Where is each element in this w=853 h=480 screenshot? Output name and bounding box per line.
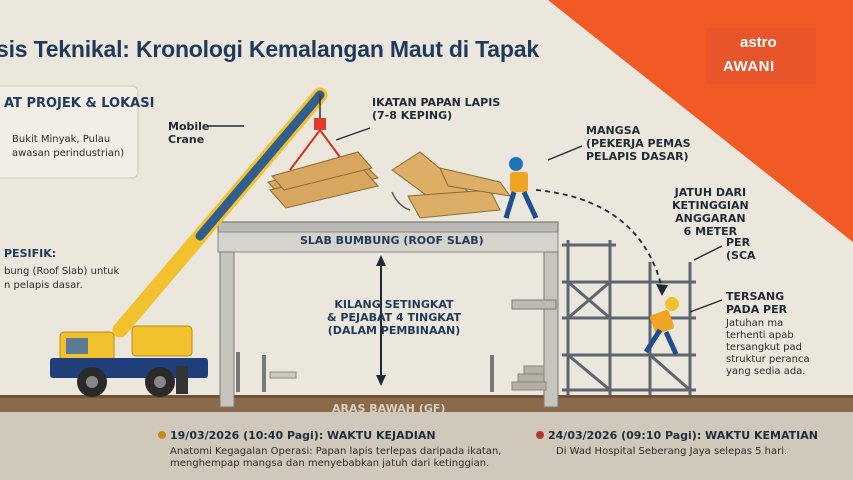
mid-beam — [511, 299, 557, 310]
victim-worker — [503, 157, 539, 220]
project-card-line: Bukit Minyak, Pulau — [12, 134, 111, 145]
astro-awani-logo: astro AWANI — [706, 28, 816, 84]
ground — [0, 395, 853, 415]
project-card-line: awasan perindustrian) — [12, 148, 125, 159]
brick-stack — [511, 365, 547, 391]
project-card-heading: AT PROJEK & LOKASI — [4, 96, 155, 111]
project-specific-line: bung (Roof Slab) untuk — [4, 266, 120, 277]
ground-shadow — [0, 412, 853, 480]
building-label: KILANG SETINGKAT& PEJABAT 4 TINGKAT(DALA… — [327, 298, 461, 337]
falling-worker — [643, 297, 679, 356]
falling-boards — [391, 151, 512, 219]
project-card — [0, 85, 139, 179]
death-date: 24/03/2026 (09:10 Pagi): WAKTU KEMATIAN — [548, 429, 818, 442]
column-left — [219, 251, 235, 408]
mobile-crane — [50, 87, 328, 397]
scaffold-label: PER(SCA — [726, 236, 756, 262]
plywood-bundle — [267, 151, 379, 209]
incident-description: Anatomi Kegagalan Operasi: Papan lapis t… — [170, 446, 502, 469]
roof-slab — [217, 221, 559, 233]
project-specific-heading: PESIFIK: — [4, 247, 57, 260]
project-specific-line: n pelapis dasar. — [4, 280, 83, 291]
page-title: sis Teknikal: Kronologi Kemalangan Maut … — [0, 36, 539, 62]
incident-date: 19/03/2026 (10:40 Pagi): WAKTU KEJADIAN — [170, 429, 436, 442]
scaffold-tower — [562, 240, 696, 395]
column-right — [543, 251, 559, 408]
ground-floor-label: ARAS BAWAH (GF) — [332, 402, 446, 415]
death-description: Di Wad Hospital Seberang Jaya selepas 5 … — [556, 446, 788, 457]
plywood-bundle-label: IKATAN PAPAN LAPIS(7-8 KEPING) — [372, 96, 501, 122]
roof-slab-label: SLAB BUMBUNG (ROOF SLAB) — [300, 234, 484, 247]
